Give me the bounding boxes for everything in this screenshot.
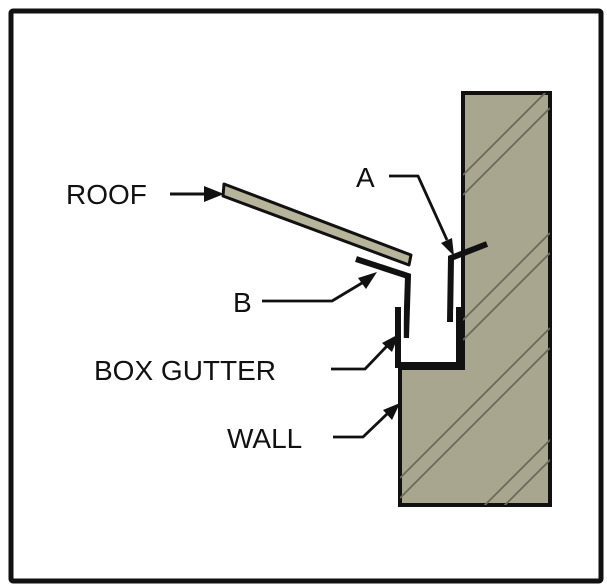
label-box-gutter: BOX GUTTER [94, 355, 276, 386]
roof-arrow-head [204, 186, 224, 202]
flashing-a [447, 241, 489, 323]
label-a: A [356, 162, 375, 193]
wall-section [398, 91, 552, 507]
wall-hatching [400, 93, 550, 505]
wall-body [398, 91, 552, 507]
b-arrow-head [358, 272, 377, 289]
label-box-gutter-group: BOX GUTTER [94, 334, 399, 386]
wall-arrow-head [383, 403, 400, 420]
a-leader-line [389, 174, 449, 241]
label-wall-group: WALL [227, 403, 400, 454]
a-arrow-head [441, 238, 454, 256]
label-roof-group: ROOF [66, 179, 224, 210]
flashing-b [355, 256, 412, 339]
label-wall: WALL [227, 423, 302, 454]
label-a-group: A [356, 162, 454, 256]
label-b: B [233, 287, 252, 318]
box-gutter-arrow-head [382, 334, 399, 352]
label-roof: ROOF [66, 179, 147, 210]
roof-panel [221, 182, 413, 267]
box-gutter-leader-line [331, 345, 389, 371]
wall-leader-line [333, 412, 388, 439]
b-leader-line [262, 281, 363, 303]
label-b-group: B [233, 272, 377, 318]
